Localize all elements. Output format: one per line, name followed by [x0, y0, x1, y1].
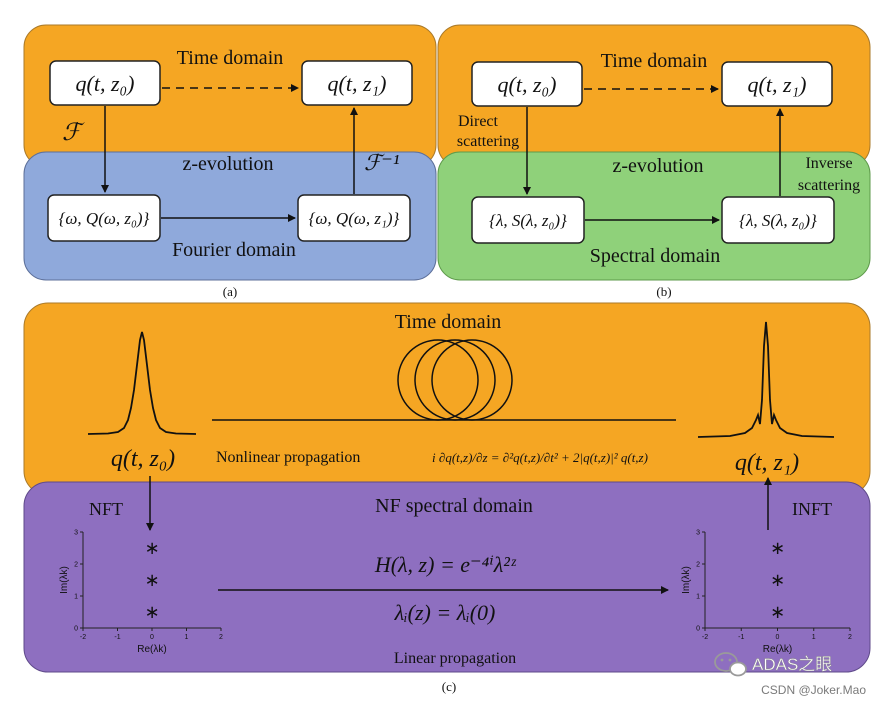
panel-b-spectral-domain-region: [437, 151, 871, 281]
left-plot-ylabel: Im(λk): [59, 566, 70, 594]
panel-b-box-S1: [721, 196, 835, 244]
right-plot-x-tick-label: 2: [848, 634, 852, 641]
panel-a-box-Q0: [47, 194, 161, 242]
panel-b-box-S0-text: {λ, S(λ, z₀)}: [489, 211, 567, 230]
left-plot-y-tick-label: 2: [74, 562, 78, 569]
panel-a-box-q0: [49, 60, 161, 106]
left-plot-y-tick-label: 1: [74, 594, 78, 601]
panel-b-inverse-scattering-line2: scattering: [798, 177, 860, 194]
left-plot-x-tick-label: 2: [219, 634, 223, 641]
wechat-icon: [714, 652, 747, 677]
left-plot-eigenvalue-point: ∗: [144, 602, 159, 622]
watermark-brand: ADAS之眼: [752, 655, 832, 674]
panel-b-direct-scattering-line1: Direct: [458, 113, 499, 130]
right-plot-x-tick-label: -1: [738, 634, 744, 641]
panel-a-box-q0-text: q(t, z₀): [76, 71, 135, 96]
panel-b-box-S0: [471, 196, 585, 244]
panel-c-nft-label: NFT: [89, 499, 123, 519]
panel-c-q-input: q(t, z₀): [111, 446, 175, 472]
watermark: ADAS之眼 CSDN @Joker.Mao: [714, 652, 866, 697]
left-plot-xlabel: Re(λk): [137, 644, 166, 655]
panel-c-q-output: q(t, z₁): [735, 450, 799, 476]
panel-c-transfer-function: H(λ, z) = e⁻⁴ⁱλ²ᶻ: [374, 552, 517, 577]
right-plot-ylabel: Im(λk): [681, 566, 692, 594]
fiber-coil-icon: [397, 339, 513, 421]
right-plot-y-tick-label: 3: [696, 530, 700, 537]
panel-a-box-Q0-text: {ω, Q(ω, z₀)}: [59, 209, 150, 228]
right-plot-x-tick-label: -2: [702, 634, 708, 641]
panel-a-box-Q1-text: {ω, Q(ω, z₁)}: [309, 209, 400, 228]
panel-a-box-q1-text: q(t, z₁): [328, 71, 387, 96]
panel-a-forward-transform-label: ℱ: [62, 120, 85, 146]
panel-b-box-q0-text: q(t, z₀): [498, 72, 557, 97]
input-pulse-curve: [87, 331, 197, 435]
right-plot-y-tick-label: 2: [696, 562, 700, 569]
panel-b-z-evolution-label: z-evolution: [612, 155, 703, 177]
panel-a-fourier-domain-label: Fourier domain: [172, 239, 296, 261]
left-eigenvalue-plot: -2 -1 0 1 2 0 1 2 3Re(λk) Im(λk) ∗ ∗ ∗: [59, 530, 223, 656]
panel-b: Time domain z-evolution Spectral domain …: [437, 24, 871, 299]
panel-b-box-S1-text: {λ, S(λ, z₀)}: [739, 211, 817, 230]
panel-c-nf-spectral-domain-label: NF spectral domain: [375, 495, 533, 517]
panel-c: Time domain NF spectral domain q(t, z₀) …: [23, 302, 871, 694]
panel-b-box-q1: [721, 61, 833, 107]
right-plot-eigenvalue-point: ∗: [770, 602, 785, 622]
right-plot-x-tick-label: 1: [812, 634, 816, 641]
panel-a-inverse-transform-label: ℱ⁻¹: [364, 150, 400, 175]
panel-a-caption: (a): [223, 284, 237, 299]
left-plot-y-tick-label: 0: [74, 626, 78, 633]
panel-c-nonlinear-propagation-label: Nonlinear propagation: [216, 449, 360, 466]
right-plot-eigenvalue-point: ∗: [770, 538, 785, 558]
panel-c-caption: (c): [442, 679, 456, 694]
right-plot-y-tick-label: 1: [696, 594, 700, 601]
watermark-credit: CSDN @Joker.Mao: [761, 683, 866, 697]
left-plot-eigenvalue-point: ∗: [144, 570, 159, 590]
right-plot-eigenvalue-point: ∗: [770, 570, 785, 590]
panel-b-box-q0: [471, 61, 583, 107]
panel-c-time-domain-label: Time domain: [395, 311, 502, 333]
panel-c-nlse-equation: i ∂q(t,z)/∂z = ∂²q(t,z)/∂t² + 2|q(t,z)|²…: [432, 450, 648, 465]
output-pulse-curve: [697, 321, 835, 438]
left-plot-x-tick-label: -1: [114, 634, 120, 641]
panel-a-time-domain-label: Time domain: [177, 47, 284, 69]
left-plot-x-tick-label: -2: [80, 634, 86, 641]
panel-a-z-evolution-label: z-evolution: [182, 153, 273, 175]
left-plot-x-tick-label: 1: [185, 634, 189, 641]
left-plot-x-tick-label: 0: [150, 634, 154, 641]
panel-c-inft-label: INFT: [792, 499, 832, 519]
panel-b-inverse-scattering-line1: Inverse: [805, 155, 852, 172]
panel-a-box-q1: [301, 60, 413, 106]
right-eigenvalue-plot: -2 -1 0 1 2 0 1 2 3Re(λk) Im(λk) ∗ ∗ ∗: [681, 530, 852, 656]
left-plot-y-tick-label: 3: [74, 530, 78, 537]
panel-b-time-domain-label: Time domain: [601, 50, 708, 72]
right-plot-xlabel: Re(λk): [763, 644, 792, 655]
panel-c-eigenvalue-relation: λᵢ(z) = λᵢ(0): [394, 600, 496, 625]
right-plot-x-tick-label: 0: [776, 634, 780, 641]
left-plot-eigenvalue-point: ∗: [144, 538, 159, 558]
panel-a: Time domain z-evolution Fourier domain q…: [23, 24, 437, 299]
panel-b-box-q1-text: q(t, z₁): [748, 72, 807, 97]
panel-b-caption: (b): [656, 284, 671, 299]
panel-b-spectral-domain-label: Spectral domain: [590, 245, 721, 267]
panel-a-fourier-domain-region: [23, 151, 437, 281]
panel-c-nf-spectral-domain-region: [23, 481, 871, 673]
panel-c-linear-propagation-label: Linear propagation: [394, 650, 516, 667]
panel-a-box-Q1: [297, 194, 411, 242]
right-plot-y-tick-label: 0: [696, 626, 700, 633]
panel-b-direct-scattering-line2: scattering: [457, 133, 519, 150]
